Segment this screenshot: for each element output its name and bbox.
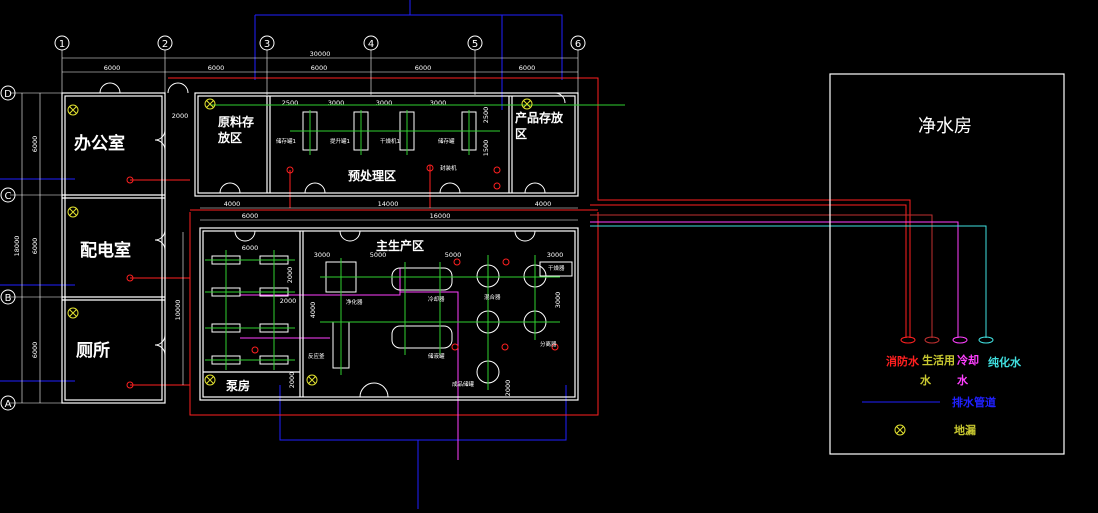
axis-labels: 1 2 3 4 5 6 D C B A (4, 39, 581, 410)
room-raw-line2: 放区 (217, 130, 242, 145)
room-raw-line1: 原料存 (218, 114, 254, 129)
dim-3000a: 3000 (328, 99, 345, 107)
equip-label-7: 冷却器 (428, 295, 445, 303)
axis-col-5: 5 (472, 39, 478, 50)
dim-left-1: 6000 (31, 136, 39, 153)
equip-label-5: 封装机 (440, 164, 457, 172)
room-labels-small: 原料存 放区 产品存放 区 预处理区 主生产区 泵房 (217, 110, 564, 393)
equipment-labels: 储存罐1 提升罐1 干燥机1 储存罐 封装机 净化器 冷却器 混合器 干燥器 反… (276, 137, 565, 388)
legend-pure: 纯化水 (988, 355, 1022, 369)
dim-2000-v2: 2000 (504, 380, 512, 397)
doors (99, 82, 566, 398)
dim-rv-3000: 3000 (554, 292, 562, 309)
dim-left-3: 6000 (31, 342, 39, 359)
equip-label-3: 干燥机1 (380, 137, 400, 145)
dim-main-3000: 3000 (314, 251, 331, 259)
room-water-house: 净水房 (918, 116, 972, 137)
equip-label-13: 成品储罐 (452, 380, 475, 388)
axis-col-1: 1 (59, 39, 65, 50)
dim-mid-3: 4000 (535, 200, 552, 208)
fire-water-pipes (130, 77, 911, 416)
dim-2500: 2500 (282, 99, 299, 107)
dim-pump-2000: 2000 (286, 267, 294, 284)
cooling-water-pipes (240, 221, 959, 460)
equip-label-6: 净化器 (346, 298, 363, 306)
equip-label-11: 分离器 (540, 340, 557, 348)
pipe-risers (900, 336, 994, 344)
legend-drain: 排水管道 (952, 395, 996, 409)
room-pretreat: 预处理区 (348, 168, 396, 183)
legend-domestic-line1: 生活用 (922, 353, 955, 367)
axis-row-b: B (5, 293, 12, 304)
legend-cooling-line1: 冷却 (957, 353, 979, 367)
dimension-text: 30000 6000 6000 6000 6000 6000 6000 6000… (13, 50, 563, 396)
equipment-centerlines (205, 104, 625, 390)
dim-pump-6000: 6000 (242, 244, 259, 252)
axis-row-a: A (5, 399, 12, 410)
equip-label-1: 储存罐1 (276, 137, 296, 145)
dim-span-2: 6000 (208, 64, 225, 72)
dim-low-2: 16000 (430, 212, 451, 220)
equip-label-12: 储液罐 (428, 352, 445, 360)
equip-label-4: 储存罐 (438, 137, 455, 145)
axis-bubbles (0, 35, 586, 411)
dim-left-2: 6000 (31, 238, 39, 255)
dim-4000-v: 4000 (309, 302, 317, 319)
axis-row-d: D (4, 89, 12, 100)
axis-col-4: 4 (368, 39, 374, 50)
legend: 消防水 生活用 水 冷却 水 纯化水 排水管道 地漏 (886, 353, 1022, 437)
valves (126, 164, 559, 389)
dim-corridor: 2000 (172, 112, 189, 120)
legend-floor-drain: 地漏 (954, 423, 976, 437)
dim-right-3000: 3000 (547, 251, 564, 259)
dim-5000b: 5000 (445, 251, 462, 259)
drain-pipes (0, 0, 940, 509)
axis-row-c: C (5, 191, 12, 202)
floor-drains (67, 98, 906, 436)
room-product-line2: 区 (515, 127, 527, 141)
dim-left-total: 18000 (13, 236, 21, 257)
dim-mid-1: 4000 (224, 200, 241, 208)
room-toilet: 厕所 (76, 341, 110, 361)
room-labels: 办公室 配电室 厕所 (74, 133, 131, 361)
room-office: 办公室 (74, 133, 125, 154)
pure-water-pipes (590, 225, 987, 338)
dim-left-vert: 10000 (174, 300, 182, 321)
dim-2000-v: 2000 (288, 372, 296, 389)
dim-mid-2: 14000 (378, 200, 399, 208)
dimension-lines (21, 57, 578, 403)
dim-total-top: 30000 (310, 50, 331, 58)
dim-3000b: 3000 (376, 99, 393, 107)
dim-span-3: 6000 (311, 64, 328, 72)
legend-domestic-line2: 水 (920, 373, 932, 387)
room-power: 配电室 (80, 240, 131, 261)
dim-span-4: 6000 (415, 64, 432, 72)
room-main: 主生产区 (376, 238, 424, 253)
axis-col-3: 3 (264, 39, 270, 50)
dim-low-1: 6000 (242, 212, 259, 220)
dim-span-5: 6000 (519, 64, 536, 72)
equip-label-8: 混合器 (484, 293, 501, 301)
dim-pump-2000b: 2000 (280, 297, 297, 305)
domestic-water-pipes (590, 214, 933, 338)
axis-col-6: 6 (575, 39, 581, 50)
legend-fire: 消防水 (886, 354, 920, 368)
walls (61, 73, 1065, 455)
dim-span-1: 6000 (104, 64, 121, 72)
dim-1500: 1500 (482, 140, 490, 157)
equip-label-9: 干燥器 (548, 264, 565, 272)
dim-5000a: 5000 (370, 251, 387, 259)
grid-axes (10, 50, 579, 404)
dim-2500b: 2500 (482, 107, 490, 124)
equip-label-2: 提升罐1 (330, 137, 350, 145)
axis-col-2: 2 (162, 39, 168, 50)
legend-cooling-line2: 水 (957, 373, 969, 387)
room-pump: 泵房 (226, 378, 250, 393)
equip-label-10: 反应釜 (308, 352, 325, 360)
dim-3000c: 3000 (430, 99, 447, 107)
room-product-line1: 产品存放 (515, 110, 564, 125)
